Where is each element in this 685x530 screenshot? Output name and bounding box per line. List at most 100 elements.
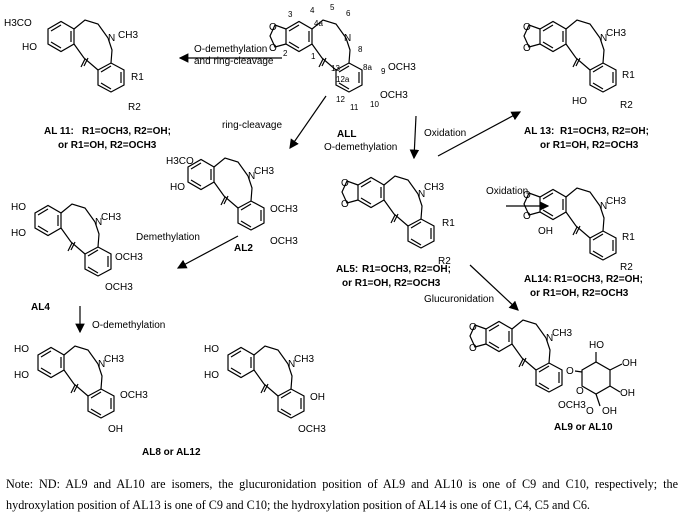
compound-al13: O O N CH3 R1 R2 HO AL 13: R1=OCH3, R2=OH… bbox=[523, 19, 649, 151]
compound-al14: O O N CH3 R1 R2 OH AL14: R1=OCH3, R2=OH;… bbox=[523, 187, 643, 299]
al14-n: N bbox=[600, 201, 607, 212]
c4-number: 4 bbox=[310, 6, 315, 15]
al4-sub-ho-1: HO bbox=[11, 202, 26, 213]
al12-sub-ho-1: HO bbox=[204, 344, 219, 355]
al5-sub-r2: R2 bbox=[438, 256, 451, 267]
al4-sub-ho-2: HO bbox=[11, 228, 26, 239]
compound-label-al8-al12: AL8 or AL12 bbox=[142, 447, 201, 458]
al5-n: N bbox=[418, 189, 425, 200]
al13-sub-r2: R2 bbox=[620, 100, 633, 111]
al14-option-2: or R1=OH, R2=OCH3 bbox=[530, 288, 629, 299]
arrow-to-al13 bbox=[437, 111, 522, 157]
al13-n: N bbox=[600, 33, 607, 44]
c3-number: 3 bbox=[288, 10, 293, 19]
al13-o-bottom: O bbox=[523, 43, 531, 54]
al5-option-1: R1=OCH3, R2=OH; bbox=[362, 264, 451, 275]
al13-option-2: or R1=OH, R2=OCH3 bbox=[540, 140, 639, 151]
al4-n: N bbox=[95, 217, 102, 228]
compound-all: O O 3 4 4a 5 6 N 2 1 13 8 8a 9 12a 12 11… bbox=[269, 3, 416, 140]
al11-sub-h3co: H3CO bbox=[4, 18, 32, 29]
rxn-o-demethylation-2: O-demethylation bbox=[92, 320, 165, 331]
al2-sub-ch3: CH3 bbox=[254, 166, 274, 177]
al12-n: N bbox=[288, 359, 295, 370]
al5-o-top: O bbox=[341, 178, 349, 189]
al14-sub-r1: R1 bbox=[622, 232, 635, 243]
al8-n: N bbox=[98, 359, 105, 370]
compound-al5: O O N CH3 R1 R2 AL5: R1=OCH3, R2=OH; or … bbox=[336, 175, 455, 289]
al12-sub-ho-2: HO bbox=[204, 370, 219, 381]
c12a-number: 12a bbox=[336, 75, 350, 84]
footnote: Note: ND: AL9 and AL10 are isomers, the … bbox=[6, 477, 678, 512]
compound-label-al14: AL14: bbox=[524, 274, 552, 285]
al11-option-1: R1=OCH3, R2=OH; bbox=[82, 126, 171, 137]
al11-sub-ho: HO bbox=[22, 42, 37, 53]
al2-sub-och3-1: OCH3 bbox=[270, 204, 298, 215]
al8-sub-oh: OH bbox=[108, 424, 123, 435]
al5-sub-r1: R1 bbox=[442, 218, 455, 229]
arrow-to-al2 bbox=[289, 95, 327, 149]
al8-sub-ho-1: HO bbox=[14, 344, 29, 355]
c1-number: 1 bbox=[311, 52, 316, 61]
arrow-to-al4 bbox=[176, 235, 239, 269]
al11-n: N bbox=[108, 33, 115, 44]
al14-sub-r2: R2 bbox=[620, 262, 633, 273]
c13-number: 13 bbox=[331, 64, 340, 73]
c10-number: 10 bbox=[370, 100, 379, 109]
al8-sub-ho-2: HO bbox=[14, 370, 29, 381]
c2-number: 2 bbox=[283, 49, 288, 58]
al2-sub-ho: HO bbox=[170, 182, 185, 193]
gluc-ring-o: O bbox=[576, 386, 584, 397]
c8-number: 8 bbox=[358, 45, 363, 54]
al4-sub-och3-2: OCH3 bbox=[105, 282, 133, 293]
mdo-o-bottom: O bbox=[269, 43, 277, 54]
al13-sub-ho: HO bbox=[572, 96, 587, 107]
compound-label-al5: AL5: bbox=[336, 264, 358, 275]
rxn-o-demethylation-cleavage-1: O-demethylation bbox=[194, 44, 267, 55]
c8a-number: 8a bbox=[363, 63, 372, 72]
rxn-oxidation-2: Oxidation bbox=[486, 186, 528, 197]
compound-label-al13: AL 13: bbox=[524, 126, 554, 137]
compound-label-all: ALL bbox=[337, 129, 356, 140]
al9-n: N bbox=[546, 333, 553, 344]
n-atom: N bbox=[344, 33, 351, 44]
al11-sub-r1: R1 bbox=[131, 72, 144, 83]
al4-sub-ch3: CH3 bbox=[101, 212, 121, 223]
al2-sub-och3-2: OCH3 bbox=[270, 236, 298, 247]
compound-label-al11: AL 11: bbox=[44, 126, 74, 137]
al5-sub-ch3: CH3 bbox=[424, 182, 444, 193]
gluc-oh-2: OH bbox=[620, 388, 635, 399]
al14-o-top: O bbox=[523, 190, 531, 201]
al14-o-bottom: O bbox=[523, 211, 531, 222]
rxn-glucuronidation: Glucuronidation bbox=[424, 294, 494, 305]
compound-label-al9-al10: AL9 or AL10 bbox=[554, 422, 613, 433]
compound-al4: HO HO N CH3 OCH3 OCH3 AL4 bbox=[11, 202, 143, 313]
al11-option-2: or R1=OH, R2=OCH3 bbox=[58, 140, 157, 151]
al14-sub-ch3: CH3 bbox=[606, 196, 626, 207]
al12-sub-ch3: CH3 bbox=[294, 354, 314, 365]
arrow-to-al5 bbox=[409, 115, 420, 160]
c11-number: 11 bbox=[350, 103, 359, 112]
rxn-demethylation: Demethylation bbox=[136, 232, 200, 243]
c5-number: 5 bbox=[330, 3, 335, 12]
al13-option-1: R1=OCH3, R2=OH; bbox=[560, 126, 649, 137]
c9-number: 9 bbox=[381, 67, 386, 76]
gluc-ho: HO bbox=[589, 340, 604, 351]
gluc-cooh-oh: OH bbox=[602, 406, 617, 417]
gluc-oh-1: OH bbox=[622, 358, 637, 369]
al5-option-2: or R1=OH, R2=OCH3 bbox=[342, 278, 441, 289]
substituent-c9: OCH3 bbox=[388, 62, 416, 73]
gluc-cooh-o: O bbox=[586, 406, 594, 417]
al12-sub-och3: OCH3 bbox=[298, 424, 326, 435]
al13-o-top: O bbox=[523, 22, 531, 33]
al9-sub-o-link: O bbox=[566, 366, 574, 377]
compound-label-al4: AL4 bbox=[31, 302, 50, 313]
al11-sub-ch3: CH3 bbox=[118, 30, 138, 41]
c12-number: 12 bbox=[336, 95, 345, 104]
al4-sub-och3-1: OCH3 bbox=[115, 252, 143, 263]
al9-o-bottom: O bbox=[469, 343, 477, 354]
compound-al9-al10: O O N CH3 O OCH3 HO OH OH O OH O AL9 or … bbox=[469, 319, 637, 433]
al2-sub-h3co: H3CO bbox=[166, 156, 194, 167]
al14-option-1: R1=OCH3, R2=OH; bbox=[554, 274, 643, 285]
al9-sub-och3: OCH3 bbox=[558, 400, 586, 411]
al9-o-top: O bbox=[469, 322, 477, 333]
